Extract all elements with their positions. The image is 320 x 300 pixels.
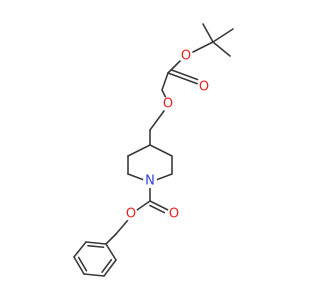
bond-methylene-ether-oxygen bbox=[161, 89, 167, 99]
bond-layer bbox=[73, 23, 234, 277]
bond-tbutyl-center-methyl-left bbox=[202, 23, 214, 43]
bond-phenyl-3 bbox=[83, 273, 105, 277]
bond-ester-oxygen-carbonyl-carbon bbox=[167, 60, 181, 74]
bond-benzyl-carbon-ring bbox=[105, 233, 117, 245]
atom-piperidine-nitrogen: N bbox=[143, 174, 157, 189]
atom-label-ether-oxygen: O bbox=[163, 97, 173, 112]
bond-tbutyl-center-methyl-top bbox=[212, 28, 234, 43]
atom-label-ester-oxygen: O bbox=[181, 49, 191, 64]
bond-carbamate-carbon-ester-oxygen bbox=[136, 200, 151, 211]
bond-ring-c5-c4 bbox=[127, 144, 151, 157]
bond-phenyl-inner-0 bbox=[87, 244, 105, 249]
bond-phenyl-0 bbox=[85, 241, 107, 245]
atom-label-carbamate-oxygen-carbonyl: O bbox=[169, 207, 179, 222]
atom-label-layer: O O O N O O bbox=[124, 49, 211, 222]
bond-carbamate-carbon-oxygen bbox=[149, 200, 169, 211]
molecule-structure-diagram: O O O N O O bbox=[73, 23, 234, 277]
bond-carbamate-double bbox=[149, 204, 166, 214]
atom-ether-oxygen: O bbox=[161, 97, 175, 112]
bond-ether-oxygen-methylene bbox=[149, 110, 165, 131]
atom-label-carbonyl-oxygen-top: O bbox=[199, 80, 209, 95]
atom-carbamate-oxygen-carbonyl: O bbox=[167, 207, 181, 222]
bond-carbonyl-carbon-methylene bbox=[161, 72, 169, 91]
bond-phenyl-5 bbox=[105, 243, 117, 261]
bond-phenyl-4 bbox=[103, 259, 117, 277]
bond-phenyl-1 bbox=[73, 241, 87, 258]
bond-ester-oxygen-benzyl-carbon bbox=[115, 219, 129, 235]
atom-carbonyl-oxygen-top: O bbox=[197, 80, 211, 95]
bond-carbonyl-double bbox=[170, 69, 199, 81]
atom-carbamate-oxygen-ester: O bbox=[124, 207, 138, 222]
bond-tbutyl-center-ester-oxygen bbox=[192, 41, 214, 53]
bond-phenyl-2 bbox=[73, 256, 85, 275]
bond-ring-c4-c3 bbox=[149, 144, 173, 157]
bond-tbutyl-center-methyl-right bbox=[212, 41, 231, 57]
atom-label-carbamate-oxygen-ester: O bbox=[126, 207, 136, 222]
bond-phenyl-inner-2 bbox=[77, 256, 88, 272]
bond-carbonyl-carbon-oxygen bbox=[167, 72, 199, 85]
bond-ring-c2-n bbox=[155, 173, 173, 181]
atom-label-piperidine-nitrogen: N bbox=[145, 174, 155, 189]
bond-phenyl-inner-4 bbox=[101, 258, 113, 274]
bond-ring-n-c6 bbox=[127, 173, 145, 181]
atom-ester-oxygen: O bbox=[179, 49, 193, 64]
